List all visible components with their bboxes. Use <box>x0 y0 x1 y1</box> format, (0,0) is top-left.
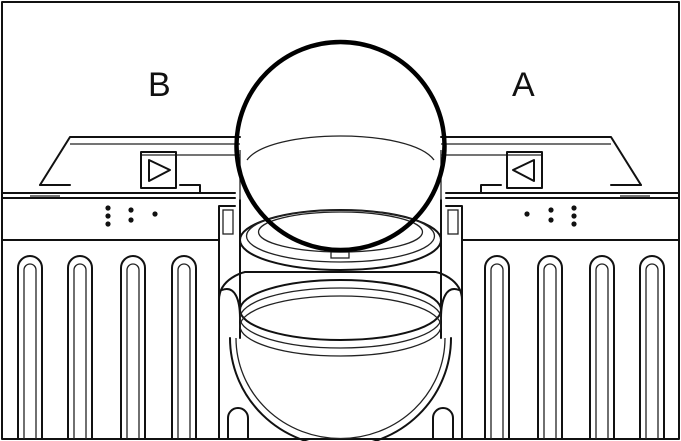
left-top-plate <box>39 136 241 193</box>
right-top-plate <box>440 136 642 193</box>
dot-pattern-right <box>524 205 577 227</box>
bottom-tabs <box>227 407 454 440</box>
dot-pattern-left <box>105 205 158 227</box>
triangle-right-icon <box>140 151 177 189</box>
collar-tube <box>239 150 442 357</box>
label-b: B <box>148 66 171 104</box>
flange-ring <box>218 271 463 441</box>
fins-right <box>484 255 665 440</box>
label-a: A <box>512 66 535 104</box>
triangle-left-icon <box>506 151 543 189</box>
collar-side-walls <box>218 205 463 440</box>
fins-left <box>17 255 197 440</box>
base-band <box>1 192 680 241</box>
collar-opening <box>234 39 447 253</box>
